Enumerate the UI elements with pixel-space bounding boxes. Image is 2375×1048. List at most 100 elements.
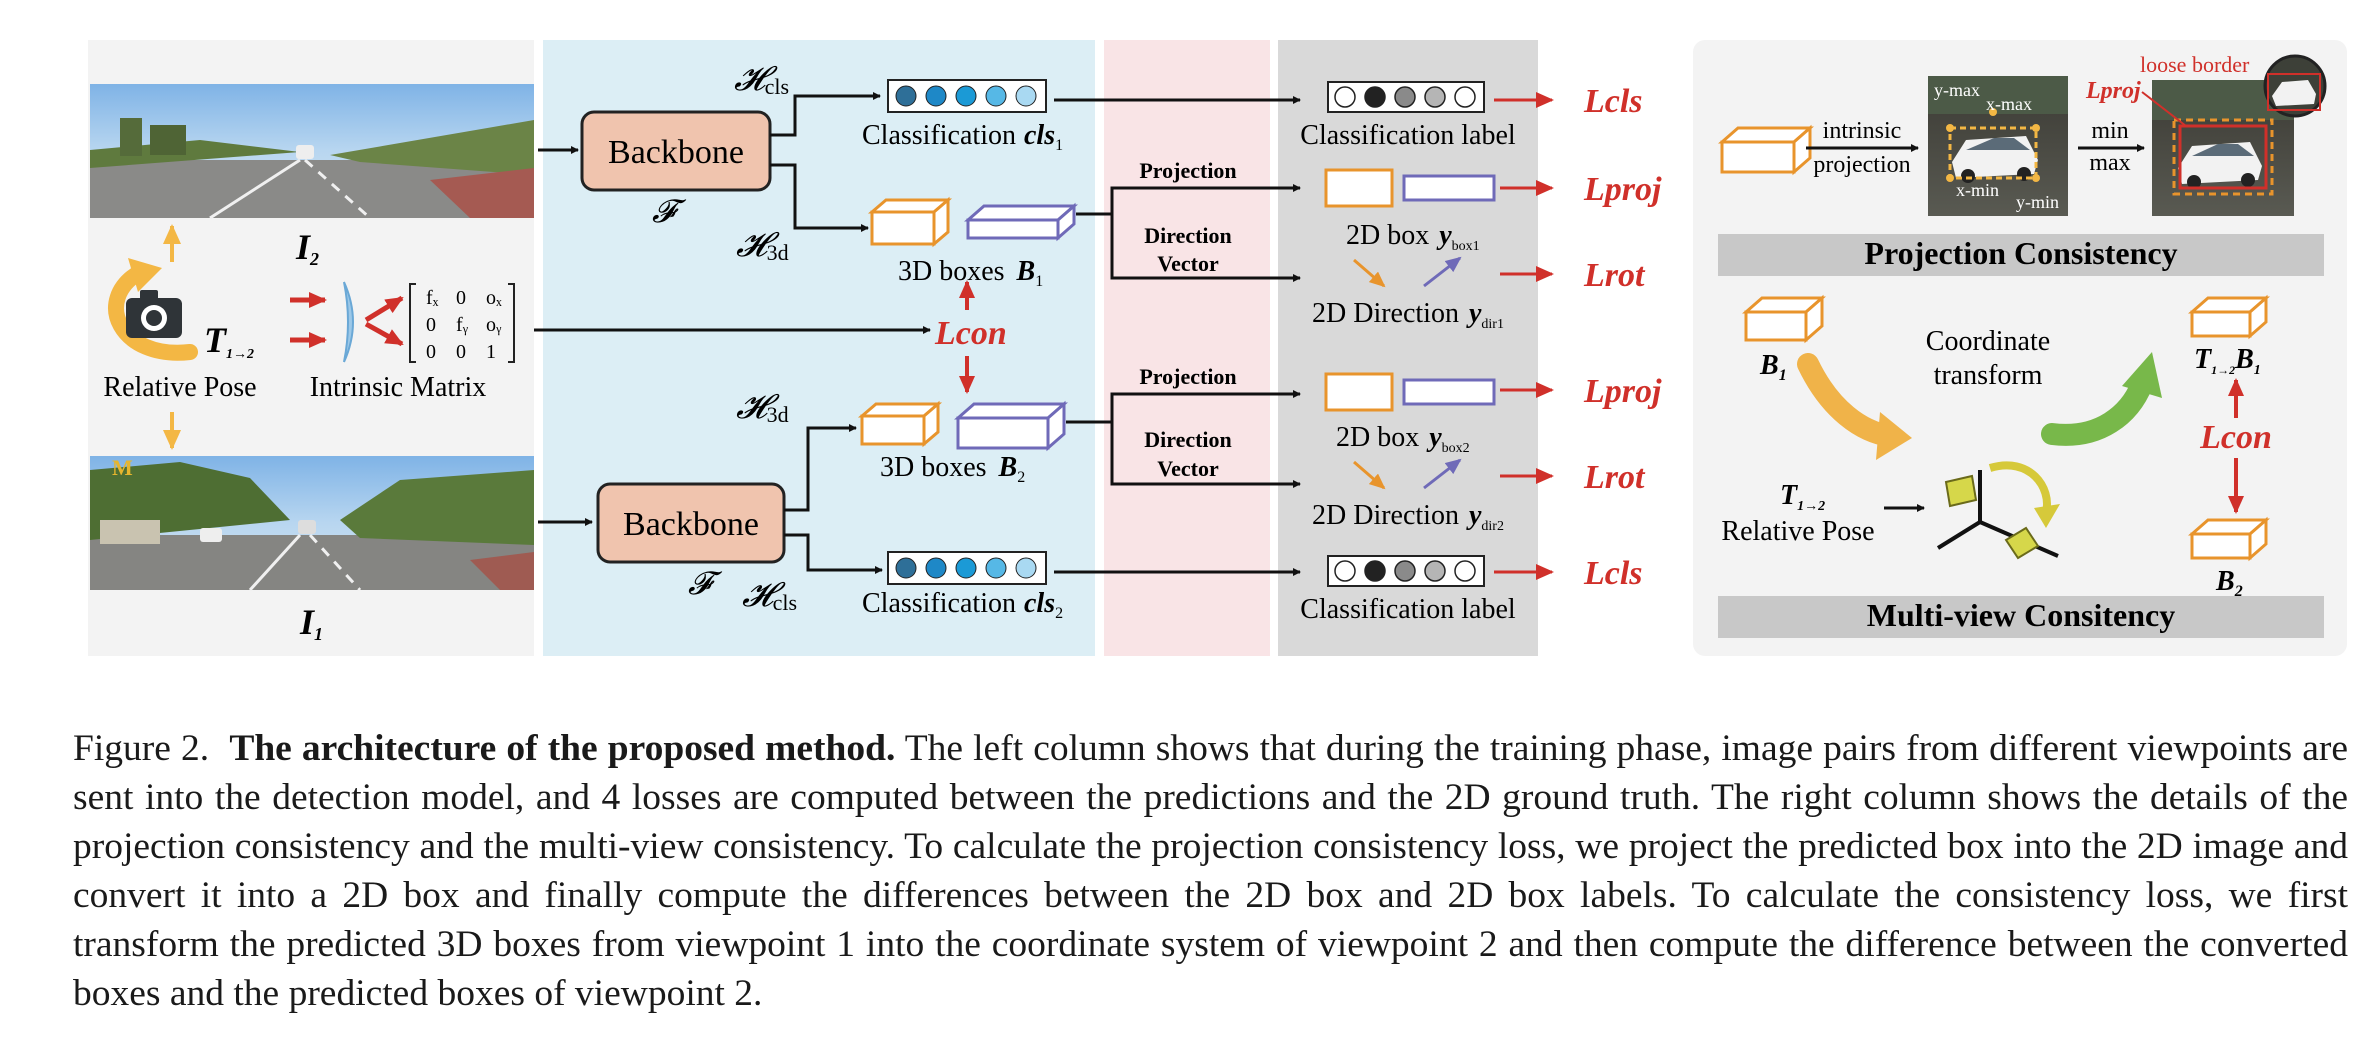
rotation-arrow — [108, 264, 198, 361]
rp-box3d-B2 — [2188, 516, 2270, 562]
rp-lcon: Lcon — [2199, 419, 2272, 456]
label-panel — [1278, 40, 1538, 656]
svg-text:fₓ: fₓ — [426, 287, 439, 309]
backbone-top — [580, 110, 772, 192]
rp-B2-label: B2 — [2215, 566, 2243, 600]
rp-intrinsic-label: intrinsic — [1823, 118, 1902, 144]
box2d-purple-bottom — [1402, 378, 1496, 406]
rp-multiview-consistency-bar — [1718, 596, 2324, 638]
projection-top-label: Projection — [1139, 158, 1236, 183]
rp-projection-label: projection — [1813, 152, 1910, 178]
box3d-purple-top — [964, 202, 1078, 242]
classification-vector-top — [887, 79, 1047, 113]
architecture-figure: M I2 I1 T1→2 Relative Pose fₓ 0 oₓ 0 fᵧ … — [88, 40, 2347, 656]
box2d-orange-bottom — [1324, 372, 1394, 412]
box2d-purple-top — [1402, 174, 1496, 202]
vector-bottom-label: Vector — [1157, 456, 1219, 481]
rp-box3d-TB1 — [2188, 294, 2270, 340]
branch-top-3d — [770, 163, 869, 232]
rp-green-curve-head — [2122, 352, 2162, 398]
backbone-top-label: Backbone — [608, 134, 744, 171]
rp-box3d-B1 — [1742, 294, 1826, 344]
rp-projection-consistency-bar — [1718, 234, 2324, 276]
rp-box3d-orange — [1718, 124, 1814, 176]
rp-relative-pose-label: Relative Pose — [1721, 516, 1874, 547]
projection-bottom-label: Projection — [1139, 364, 1236, 389]
split-bottom-dir — [1110, 422, 1301, 488]
relative-pose-label: Relative Pose — [103, 372, 256, 403]
classification-label-bottom-text: Classification label — [1300, 594, 1516, 625]
lcon-center: Lcon — [934, 315, 1007, 352]
loss-lrot-top: Lrot — [1583, 257, 1646, 294]
intrinsic-matrix-label: Intrinsic Matrix — [310, 372, 487, 403]
rp-multiview-consistency-title: Multi-view Consitency — [1867, 597, 2175, 633]
classification-label-bottom — [1327, 555, 1485, 587]
classification-label-top-text: Classification label — [1300, 120, 1516, 151]
camera-icon — [126, 290, 182, 338]
rp-car-projection-image — [1928, 76, 2068, 216]
box3d-purple-bottom — [954, 400, 1068, 452]
projection-panel — [1104, 40, 1270, 656]
box2d-orange-top — [1324, 168, 1394, 208]
rotation-arrow-head — [128, 258, 162, 292]
dir-arrow-orange-bottom — [1353, 460, 1386, 490]
split-top-dir — [1110, 214, 1301, 282]
rp-B1-label: B1 — [1759, 350, 1787, 384]
svg-text:fᵧ: fᵧ — [456, 314, 469, 336]
direction-top-label: Direction — [1144, 223, 1232, 248]
rp-lproj: Lproj — [2085, 78, 2141, 104]
rp-T-label: T1→2 — [1780, 480, 1825, 514]
rp-orange-curve-head — [1876, 412, 1912, 460]
svg-text:oᵧ: oᵧ — [486, 314, 502, 336]
box3d-orange-bottom — [857, 400, 943, 448]
dir-arrow-orange-top — [1353, 258, 1386, 288]
svg-text:oₓ: oₓ — [486, 287, 502, 309]
rp-coordinate-label: Coordinate — [1926, 326, 2050, 357]
loss-lcls-bottom: Lcls — [1583, 555, 1643, 592]
branch-bottom-3d — [784, 424, 857, 512]
svg-text:0: 0 — [456, 287, 466, 309]
rp-loose-border: loose border — [2140, 52, 2250, 77]
figure-caption: Figure 2. The architecture of the propos… — [73, 724, 2348, 1018]
svg-text:0: 0 — [426, 341, 436, 363]
backbone-bottom-label: Backbone — [623, 506, 759, 543]
rp-zoom-circle — [2263, 54, 2327, 118]
direction-bottom-label: Direction — [1144, 427, 1232, 452]
rp-ymin: y-min — [2016, 192, 2059, 212]
rp-xmin: x-min — [1956, 180, 1999, 200]
classification-vector-bottom — [887, 551, 1047, 585]
rp-min-label: min — [2091, 118, 2128, 144]
pose-T-label: T1→2 — [204, 320, 254, 362]
caption-body: The left column shows that during the tr… — [73, 728, 2349, 1014]
loss-lrot-bottom: Lrot — [1583, 459, 1646, 496]
svg-text:0: 0 — [456, 341, 466, 363]
rp-axes-icon — [1936, 461, 2060, 560]
caption-title: The architecture of the proposed method. — [229, 728, 896, 769]
street-image-top — [90, 84, 534, 220]
rp-transform-label: transform — [1934, 360, 2043, 391]
vector-top-label: Vector — [1157, 251, 1219, 276]
H-3d-top: 𝓗3d — [736, 227, 789, 265]
backbone-bottom — [596, 482, 786, 564]
matrix-arrow-4 — [364, 321, 404, 347]
caption-label: Figure 2. — [73, 728, 210, 769]
svg-text:0: 0 — [426, 314, 436, 336]
branch-top-cls — [770, 92, 881, 137]
classification-label-top — [1327, 81, 1485, 113]
loss-lcls-top: Lcls — [1583, 83, 1643, 120]
rp-xmax: x-max — [1986, 94, 2032, 114]
matrix-arrow-3 — [364, 295, 404, 323]
rp-ymax: y-max — [1934, 80, 1980, 100]
rp-lproj-pointer — [2141, 91, 2187, 127]
rp-green-curve-arrow — [2041, 373, 2153, 446]
dir-arrow-purple-top — [1423, 256, 1462, 288]
dir-arrow-purple-bottom — [1423, 458, 1462, 490]
